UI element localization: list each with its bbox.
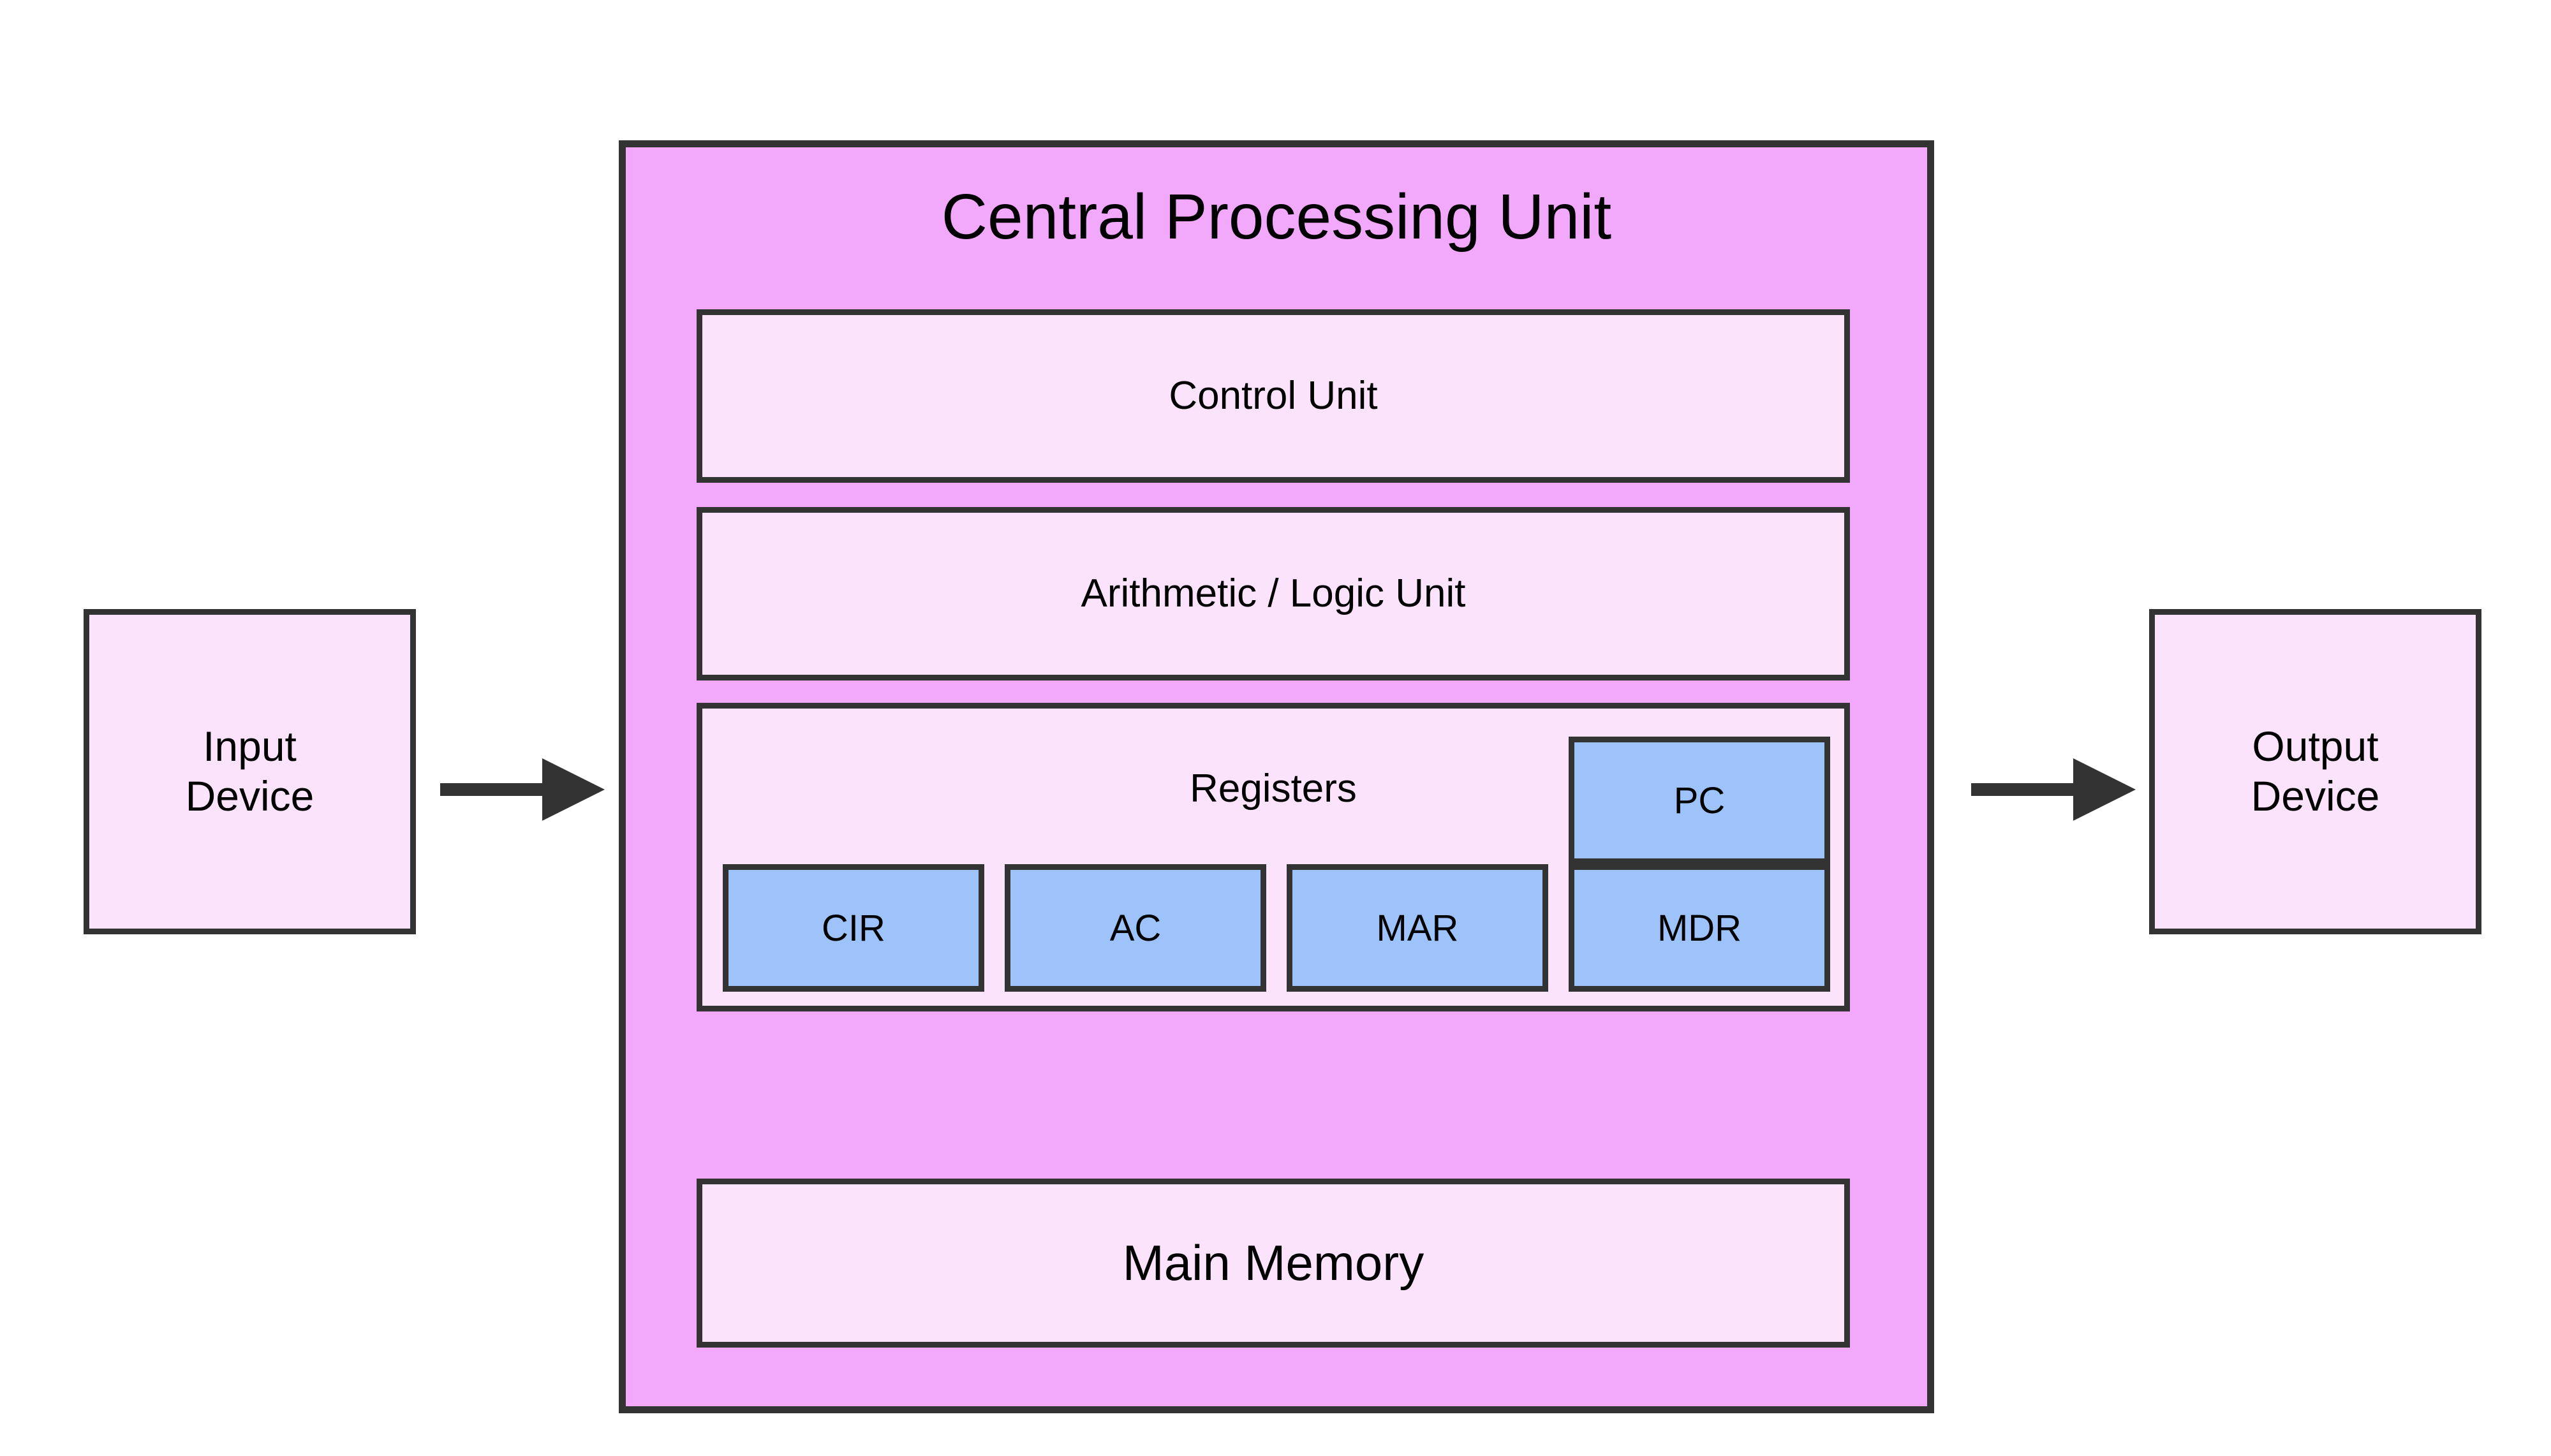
control-unit-label: Control Unit [1169, 374, 1378, 418]
arrow-cpu-to-output-icon [1971, 758, 2136, 821]
register-mar-label: MAR [1376, 907, 1459, 949]
register-ac: AC [1005, 864, 1266, 992]
register-ac-label: AC [1109, 907, 1162, 949]
input-device-label: Input Device [185, 723, 314, 820]
cpu-title: Central Processing Unit [941, 181, 1612, 253]
main-memory-box: Main Memory [697, 1179, 1850, 1348]
register-pc-label: PC [1673, 779, 1726, 821]
input-device-box: Input Device [84, 609, 416, 934]
register-mdr-label: MDR [1657, 907, 1742, 949]
main-memory-label: Main Memory [1122, 1235, 1424, 1291]
control-unit-box: Control Unit [697, 309, 1850, 483]
arrow-input-to-cpu-icon [440, 758, 605, 821]
register-pc: PC [1569, 737, 1830, 864]
arithmetic-logic-unit-box: Arithmetic / Logic Unit [697, 507, 1850, 680]
register-mdr: MDR [1569, 864, 1830, 992]
register-cir: CIR [723, 864, 984, 992]
registers-box: Registers PC CIR AC MAR MDR [697, 703, 1850, 1011]
register-cir-label: CIR [822, 907, 885, 949]
register-mar: MAR [1287, 864, 1548, 992]
arithmetic-logic-unit-label: Arithmetic / Logic Unit [1081, 571, 1466, 616]
output-device-box: Output Device [2149, 609, 2481, 934]
registers-label: Registers [1190, 767, 1357, 811]
output-device-label: Output Device [2251, 723, 2380, 820]
